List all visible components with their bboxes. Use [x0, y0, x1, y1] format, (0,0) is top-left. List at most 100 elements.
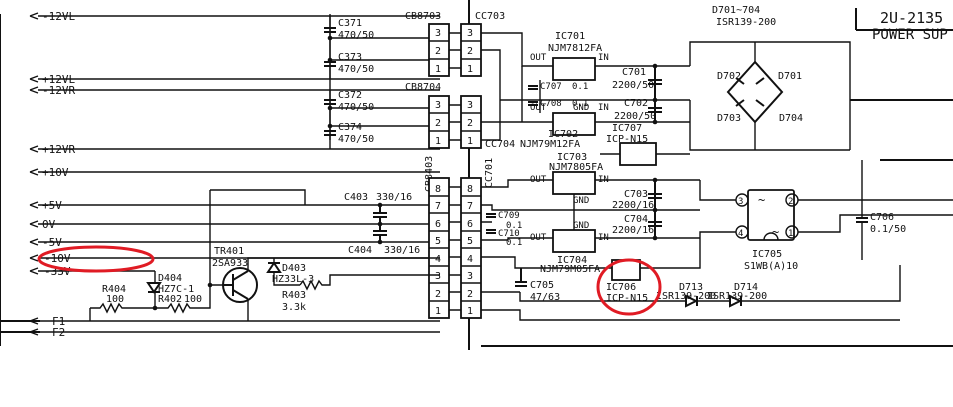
svg-text:F2: F2	[52, 326, 65, 339]
zener-d403: D403 HZ33L-3	[266, 258, 314, 286]
svg-text:C708: C708	[540, 99, 562, 109]
svg-text:2SA933: 2SA933	[212, 258, 248, 269]
svg-text:C404: C404	[348, 245, 372, 256]
svg-text:C374: C374	[338, 122, 362, 133]
svg-text:3: 3	[435, 271, 441, 282]
connector-bridges-upper	[449, 32, 461, 141]
resistor-r403: R403 3.3k	[282, 274, 440, 313]
svg-text:470/50: 470/50	[338, 102, 374, 113]
svg-text:-5V: -5V	[42, 236, 62, 249]
rail-terminal-p5v: +5V	[29, 199, 440, 212]
bridge-d701-d704: D701~704 ISR139-200 D702 D701 D703 D704	[689, 5, 851, 151]
svg-text:330/16: 330/16	[376, 192, 412, 203]
svg-text:2: 2	[435, 46, 441, 57]
svg-text:C373: C373	[338, 52, 362, 63]
svg-text:0.1: 0.1	[506, 238, 522, 248]
connector-cb8704: 3 2 1	[428, 95, 450, 149]
svg-text:+5V: +5V	[42, 199, 62, 212]
svg-text:3.3k: 3.3k	[282, 302, 306, 313]
regulator-ic702: IC702 NJM79M12FA OUT IN GND	[520, 103, 609, 150]
svg-text:-12VL: -12VL	[42, 10, 75, 23]
svg-text:NJM7805FA: NJM7805FA	[549, 162, 603, 173]
svg-text:IC704: IC704	[557, 255, 587, 266]
svg-text:330/16: 330/16	[384, 245, 420, 256]
svg-text:2: 2	[435, 289, 441, 300]
svg-text:3: 3	[738, 197, 743, 207]
svg-text:IN: IN	[598, 103, 609, 113]
svg-text:C371: C371	[338, 18, 362, 29]
regulator-ic707: IC707 ICP-N15	[600, 123, 690, 166]
connector-cb8703: 3 2 1	[428, 23, 450, 77]
wires-right-upper	[850, 99, 953, 161]
svg-text:TR401: TR401	[214, 246, 244, 257]
wires-d713-d714	[481, 265, 901, 321]
svg-text:2: 2	[467, 289, 473, 300]
svg-text:3: 3	[467, 271, 473, 282]
svg-text:3: 3	[435, 28, 441, 39]
svg-text:D702: D702	[717, 71, 741, 82]
svg-text:R402: R402	[158, 294, 182, 305]
svg-text:7: 7	[467, 201, 473, 212]
svg-text:ICP-N15: ICP-N15	[606, 134, 648, 145]
svg-text:C704: C704	[624, 214, 648, 225]
resistor-r404: R404 100	[89, 284, 155, 321]
connector-cc703: 3 2 1	[460, 23, 482, 77]
svg-text:OUT: OUT	[530, 53, 547, 63]
svg-text:-10V: -10V	[44, 252, 71, 265]
connector-cc704: 3 2 1	[460, 95, 482, 149]
rail-terminal-p10v: +10V	[29, 166, 440, 179]
svg-text:C703: C703	[624, 189, 648, 200]
regulator-ic703: IC703 NJM7805FA OUT IN GND	[530, 152, 609, 206]
annotation-circle-ic706	[596, 258, 662, 316]
svg-text:GND: GND	[573, 221, 589, 231]
svg-text:ISR139-200: ISR139-200	[656, 291, 716, 302]
connector-cc701: 8 7 6 5 4 3 2 1	[460, 177, 482, 319]
svg-text:2200/50: 2200/50	[612, 80, 654, 91]
rail-terminal-p12vr: +12VR	[29, 143, 330, 156]
svg-text:8: 8	[467, 184, 473, 195]
svg-text:2200/16: 2200/16	[612, 225, 654, 236]
svg-text:2: 2	[788, 197, 793, 207]
svg-text:7: 7	[435, 201, 441, 212]
svg-text:3: 3	[467, 100, 473, 111]
title-frame	[855, 8, 953, 31]
label-cc704: CC704	[485, 139, 515, 150]
model-number: 2U-2135	[880, 9, 943, 27]
svg-text:2: 2	[467, 46, 473, 57]
rail-terminal-p12vl: +12VL	[29, 73, 330, 86]
label-cb8403: CB8403	[424, 156, 435, 192]
svg-text:C372: C372	[338, 90, 362, 101]
svg-text:IC702: IC702	[548, 129, 578, 140]
regulator-ic701: IC701 NJM7812FA OUT IN	[530, 31, 609, 81]
svg-text:C403: C403	[344, 192, 368, 203]
svg-text:~: ~	[772, 225, 779, 239]
svg-text:1: 1	[467, 136, 473, 147]
svg-text:+12VR: +12VR	[42, 143, 75, 156]
svg-text:0.1/50: 0.1/50	[870, 224, 906, 235]
rail-terminals: -12VL +12VL -12VR +12VR +10V +5V 0V -5V …	[29, 10, 440, 339]
svg-text:GND: GND	[573, 103, 589, 113]
svg-text:D703: D703	[717, 113, 741, 124]
svg-text:0V: 0V	[42, 218, 56, 231]
rail-terminal-m5v: -5V	[29, 236, 440, 249]
svg-text:D404: D404	[158, 273, 182, 284]
svg-text:C710: C710	[498, 229, 520, 239]
svg-text:2: 2	[467, 118, 473, 129]
svg-text:470/50: 470/50	[338, 64, 374, 75]
cap-c706: C706 0.1/50	[856, 160, 906, 260]
cap-c404: C404 330/16	[348, 224, 420, 256]
svg-text:2200/50: 2200/50	[614, 111, 656, 122]
svg-text:1: 1	[467, 64, 473, 75]
svg-text:NJM7812FA: NJM7812FA	[548, 43, 602, 54]
svg-text:2: 2	[435, 118, 441, 129]
rail-terminal-f2: F2	[29, 326, 440, 339]
svg-text:IC705: IC705	[752, 249, 782, 260]
